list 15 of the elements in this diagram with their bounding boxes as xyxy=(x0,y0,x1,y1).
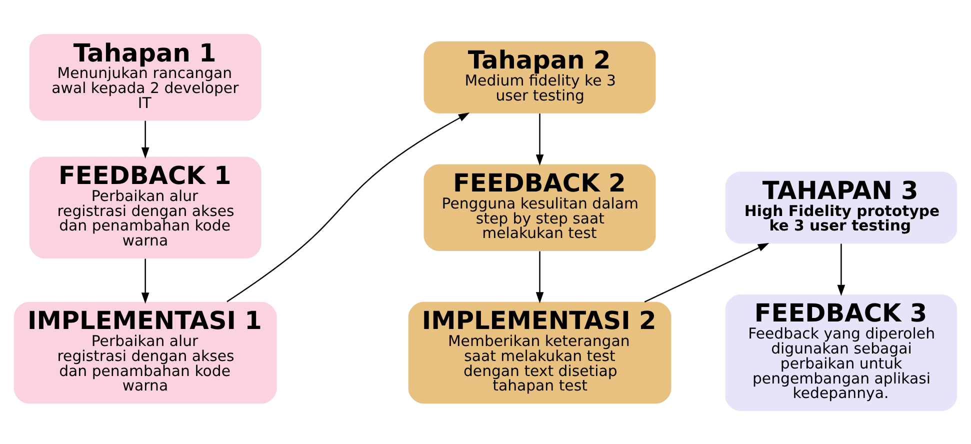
arrow xyxy=(837,243,846,296)
node-box: TAHAPAN 3 High Fidelity prototype ke 3 user testing xyxy=(725,171,958,244)
node-box: FEEDBACK 3 Feedback yang diperoleh digunakan sebagai perbaikan untuk pengembangan aplikasi kedepannya. xyxy=(725,294,958,411)
node-box: FEEDBACK 2 Pengguna kesulitan dalam step by step saat melakukan test xyxy=(424,164,656,251)
arrow xyxy=(141,120,150,158)
node-box: FEEDBACK 1 Perbaikan alur registrasi dengan akses dan penambahan kode warna xyxy=(29,156,262,258)
arrow xyxy=(226,112,470,302)
arrow xyxy=(141,258,150,304)
arrow xyxy=(536,250,544,303)
arrow xyxy=(536,113,544,166)
node-box: Tahapan 1 Menunjukan rancangan awal kepada 2 developer IT xyxy=(29,33,262,120)
arrow xyxy=(644,242,770,302)
node-box: Tahapan 2 Medium fidelity ke 3 user testing xyxy=(424,40,656,113)
node-box: IMPLEMENTASI 1 Perbaikan alur registrasi dengan akses dan penambahan kode warna xyxy=(14,301,277,404)
node-box: IMPLEMENTASI 2 Memberikan keterangan saat melakukan test dengan text disetiap tahapan test xyxy=(408,301,672,404)
